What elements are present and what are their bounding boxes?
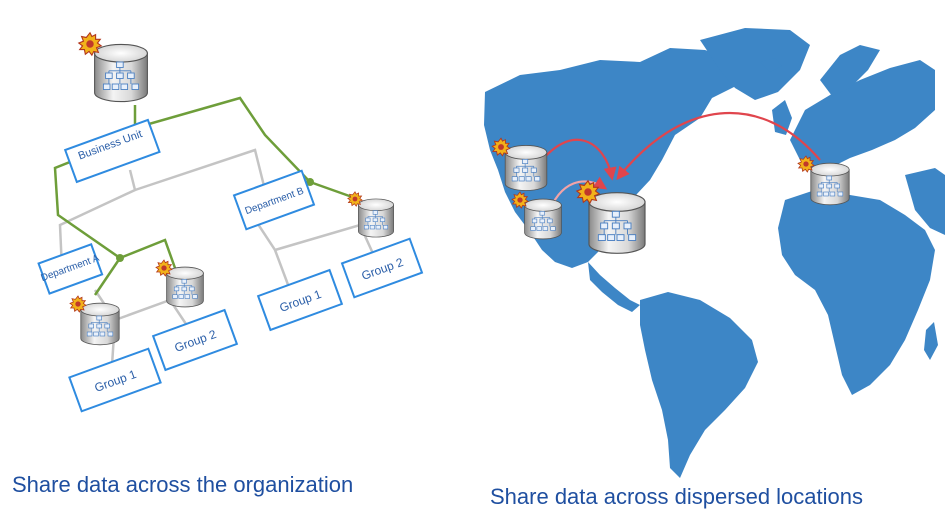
box-group-1-left: Group 1 bbox=[68, 347, 162, 413]
scandinavia bbox=[820, 45, 880, 96]
uk bbox=[772, 100, 792, 135]
box-group-2-right: Group 2 bbox=[340, 237, 424, 299]
caption-dispersed-locations: Share data across dispersed locations bbox=[490, 484, 863, 509]
box-department-b: Department B bbox=[232, 169, 316, 231]
africa bbox=[778, 190, 935, 395]
box-department-a: Department A bbox=[37, 243, 104, 295]
middle-east bbox=[905, 168, 945, 235]
box-group-2-left: Group 2 bbox=[151, 308, 239, 372]
database-icon bbox=[347, 191, 394, 238]
world-map bbox=[484, 28, 945, 478]
arrow-west-to-hub bbox=[535, 138, 617, 181]
europe bbox=[790, 60, 935, 172]
org-chart: Business Unit Department A Department B … bbox=[37, 32, 424, 413]
caption-organization: Share data across the organization bbox=[12, 472, 354, 497]
box-business-unit: Business Unit bbox=[63, 118, 161, 184]
green-junction-dot bbox=[116, 254, 124, 262]
iceland bbox=[760, 58, 782, 72]
central-america bbox=[588, 262, 640, 312]
box-group-1-right: Group 1 bbox=[256, 268, 344, 332]
database-icon bbox=[155, 259, 204, 308]
madagascar bbox=[924, 322, 938, 360]
greenland bbox=[700, 28, 810, 100]
database-icon bbox=[69, 295, 120, 346]
south-america bbox=[640, 292, 758, 478]
green-junction-dot bbox=[306, 178, 314, 186]
arrow-europe-to-hub bbox=[616, 111, 821, 181]
database-icon bbox=[78, 32, 148, 103]
